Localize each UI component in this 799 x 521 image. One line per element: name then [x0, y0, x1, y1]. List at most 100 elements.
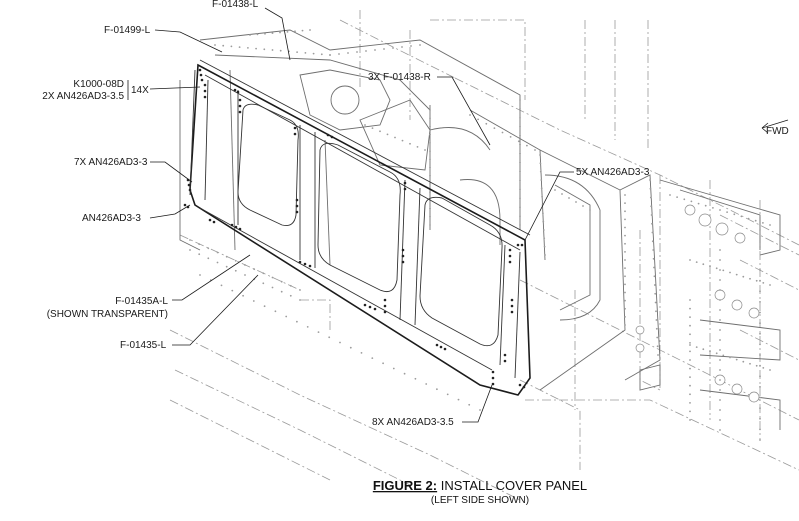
rivet	[230, 223, 234, 227]
rivet-dot	[624, 202, 626, 205]
rivet	[520, 243, 524, 247]
rivet-dot	[320, 53, 323, 56]
rivet	[203, 95, 207, 99]
rivet-dot	[624, 299, 626, 302]
rivet	[401, 260, 405, 264]
rivet-dot	[271, 32, 274, 34]
rivet-dot	[409, 142, 411, 145]
rivet-dot	[709, 265, 711, 268]
rivet-dot	[238, 46, 241, 48]
rivet	[522, 385, 526, 389]
rivet-dot	[317, 331, 320, 333]
rivet-dot	[759, 439, 761, 441]
rivet-dot	[328, 336, 331, 339]
rivet-dot	[364, 124, 366, 126]
rivet-dot	[542, 212, 544, 215]
rivet	[208, 218, 212, 222]
rivet-dot	[769, 224, 771, 226]
rivet	[491, 370, 495, 374]
rivet	[236, 90, 240, 94]
rivet	[510, 310, 514, 314]
rivet	[303, 262, 307, 266]
callout-an426-5x: 5X AN426AD3-3	[576, 167, 650, 178]
rivet-dot	[519, 152, 521, 155]
callout-f01435l: F-01435-L	[120, 340, 167, 351]
rivet-dot	[231, 289, 234, 292]
rivet	[183, 203, 187, 207]
rivet-dot	[759, 290, 761, 293]
callout-an426-single: AN426AD3-3	[82, 213, 141, 224]
rivet-dot	[429, 109, 431, 111]
rivet-dot	[253, 268, 256, 271]
rivet	[508, 254, 512, 258]
rivet	[401, 254, 405, 258]
rivet-dot	[575, 201, 577, 203]
rivet-dot	[207, 257, 210, 260]
callout-f01499l: F-01499-L	[104, 25, 151, 36]
rivet	[298, 260, 302, 264]
rivet-dot	[697, 202, 700, 205]
callout-k1000: K1000-08D	[73, 79, 124, 90]
rivet-dot	[517, 140, 520, 143]
rivet-dot	[624, 194, 626, 196]
rivet-dot	[689, 333, 691, 336]
rivet-dot	[759, 279, 761, 282]
rivet-dot	[371, 357, 374, 359]
rivet-dot	[207, 247, 210, 250]
rivet-dot	[719, 209, 721, 211]
rivet-dot	[429, 174, 431, 177]
rivet-dot	[347, 52, 349, 54]
rivet-dot	[429, 117, 431, 120]
rivet-dot	[256, 33, 259, 36]
rivet-dot	[702, 348, 705, 351]
rivet-dot	[719, 329, 721, 331]
rivet-dot	[280, 280, 283, 283]
rivet	[503, 353, 507, 357]
rivet-dot	[649, 179, 651, 181]
rivet-dot	[689, 316, 691, 318]
callout-an426-7x: 7X AN426AD3-3	[74, 157, 148, 168]
rivet	[491, 376, 495, 380]
callout-an426-8x: 8X AN426AD3-3.5	[372, 417, 454, 428]
rivet-dot	[519, 134, 521, 137]
rivet	[383, 310, 387, 314]
panel-rivets	[183, 68, 526, 389]
rivet-dot	[689, 350, 691, 353]
rivet-dot	[719, 389, 721, 391]
rivet-dot	[519, 206, 521, 209]
rivet-dot	[759, 322, 761, 324]
cover-panel	[189, 59, 531, 396]
rivet	[383, 298, 387, 302]
rivet-dot	[230, 45, 233, 48]
rivet-dot	[225, 255, 228, 258]
rivet-dot	[543, 245, 546, 248]
rivet-dot	[425, 383, 428, 385]
rivet-dot	[222, 44, 225, 47]
rivet	[518, 383, 522, 387]
rivet-dot	[719, 399, 721, 401]
rivet-dot	[416, 146, 419, 148]
rivet-dot	[429, 125, 431, 128]
rivet-dot	[304, 52, 307, 54]
rivet-dot	[446, 393, 449, 396]
rivet-dot	[244, 264, 246, 266]
rivet	[238, 98, 242, 102]
rivet	[368, 305, 372, 309]
rivet-dot	[519, 143, 521, 146]
callout-shown-transparent: (SHOWN TRANSPARENT)	[47, 309, 168, 320]
rivet-dot	[589, 209, 591, 211]
rivet-dot	[649, 187, 652, 190]
rivet	[508, 248, 512, 252]
rivet-dot	[356, 51, 358, 53]
rivet-dot	[689, 299, 691, 301]
rivet-dot	[543, 237, 546, 240]
rivet-dot	[249, 34, 251, 36]
rivet-dot	[689, 393, 691, 396]
rivet-dot	[542, 229, 545, 231]
rivet-dot	[429, 142, 431, 144]
rivet-dot	[429, 224, 431, 226]
rivet-dot	[689, 384, 691, 387]
rivet	[516, 243, 520, 247]
rivet-dot	[401, 46, 403, 48]
